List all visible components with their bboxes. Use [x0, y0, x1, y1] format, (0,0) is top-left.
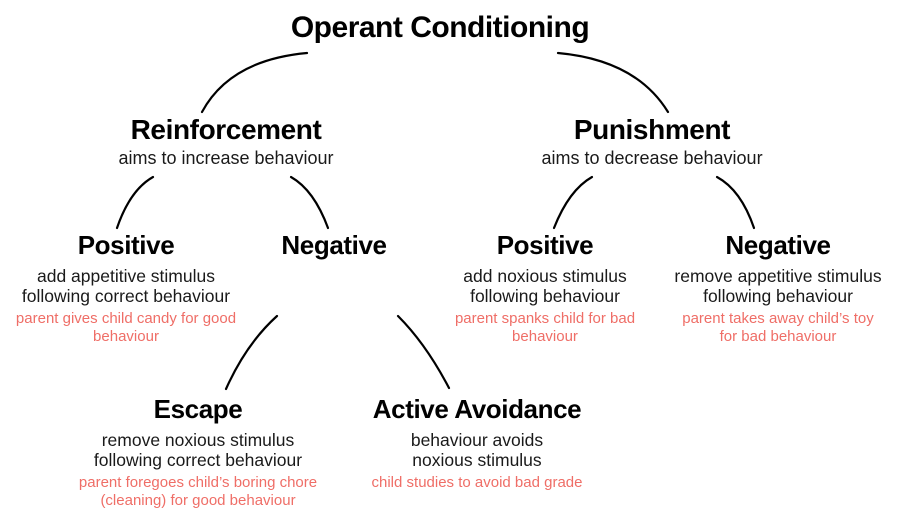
node-punishment-positive: Positive add noxious stimulus following … [455, 229, 635, 346]
node-punishment: Punishment aims to decrease behaviour [541, 113, 762, 169]
active-avoidance-example: child studies to avoid bad grade [371, 474, 583, 491]
node-reinforcement-positive: Positive add appetitive stimulus followi… [16, 229, 236, 346]
reinforcement-negative-label: Negative [281, 230, 387, 260]
punishment-negative-label: Negative [725, 230, 831, 260]
reinforcement-positive-label: Positive [77, 230, 175, 260]
connector-title-to-reinforcement [200, 51, 309, 114]
node-active-avoidance: Active Avoidance behaviour avoids noxiou… [372, 393, 583, 492]
punishment-positive-description: add noxious stimulus following behaviour [463, 266, 627, 306]
escape-example: parent foregoes child’s boring chore (cl… [78, 474, 318, 509]
connector-negative-to-escape [224, 314, 279, 391]
node-title: Operant Conditioning [290, 10, 590, 46]
escape-label: Escape [153, 394, 243, 424]
node-reinforcement-negative: Negative [281, 229, 387, 261]
active-avoidance-label: Active Avoidance [372, 394, 582, 424]
node-escape: Escape remove noxious stimulus following… [79, 393, 317, 510]
diagram-title: Operant Conditioning [290, 11, 590, 44]
punishment-label: Punishment [573, 114, 731, 145]
reinforcement-positive-example: parent gives child candy for good behavi… [15, 310, 237, 345]
reinforcement-label: Reinforcement [130, 114, 322, 145]
punishment-positive-example: parent spanks child for bad behaviour [454, 310, 636, 345]
connector-reinforcement-to-negative [289, 175, 330, 230]
reinforcement-positive-description: add appetitive stimulus following correc… [21, 266, 231, 306]
punishment-negative-example: parent takes away child’s toy for bad be… [682, 310, 874, 345]
connector-title-to-punishment [556, 51, 670, 114]
node-punishment-negative: Negative remove appetitive stimulus foll… [674, 229, 881, 346]
reinforcement-subtitle: aims to increase behaviour [118, 148, 334, 168]
connector-negative-to-active-avoidance [396, 314, 451, 390]
connector-punishment-to-negative [715, 175, 756, 230]
connector-reinforcement-to-positive [115, 175, 155, 230]
connector-punishment-to-positive [552, 175, 594, 230]
escape-description: remove noxious stimulus following correc… [93, 430, 303, 470]
punishment-subtitle: aims to decrease behaviour [541, 148, 763, 168]
active-avoidance-description: behaviour avoids noxious stimulus [410, 430, 544, 470]
punishment-positive-label: Positive [496, 230, 594, 260]
node-reinforcement: Reinforcement aims to increase behaviour [118, 113, 333, 169]
punishment-negative-description: remove appetitive stimulus following beh… [674, 266, 882, 306]
